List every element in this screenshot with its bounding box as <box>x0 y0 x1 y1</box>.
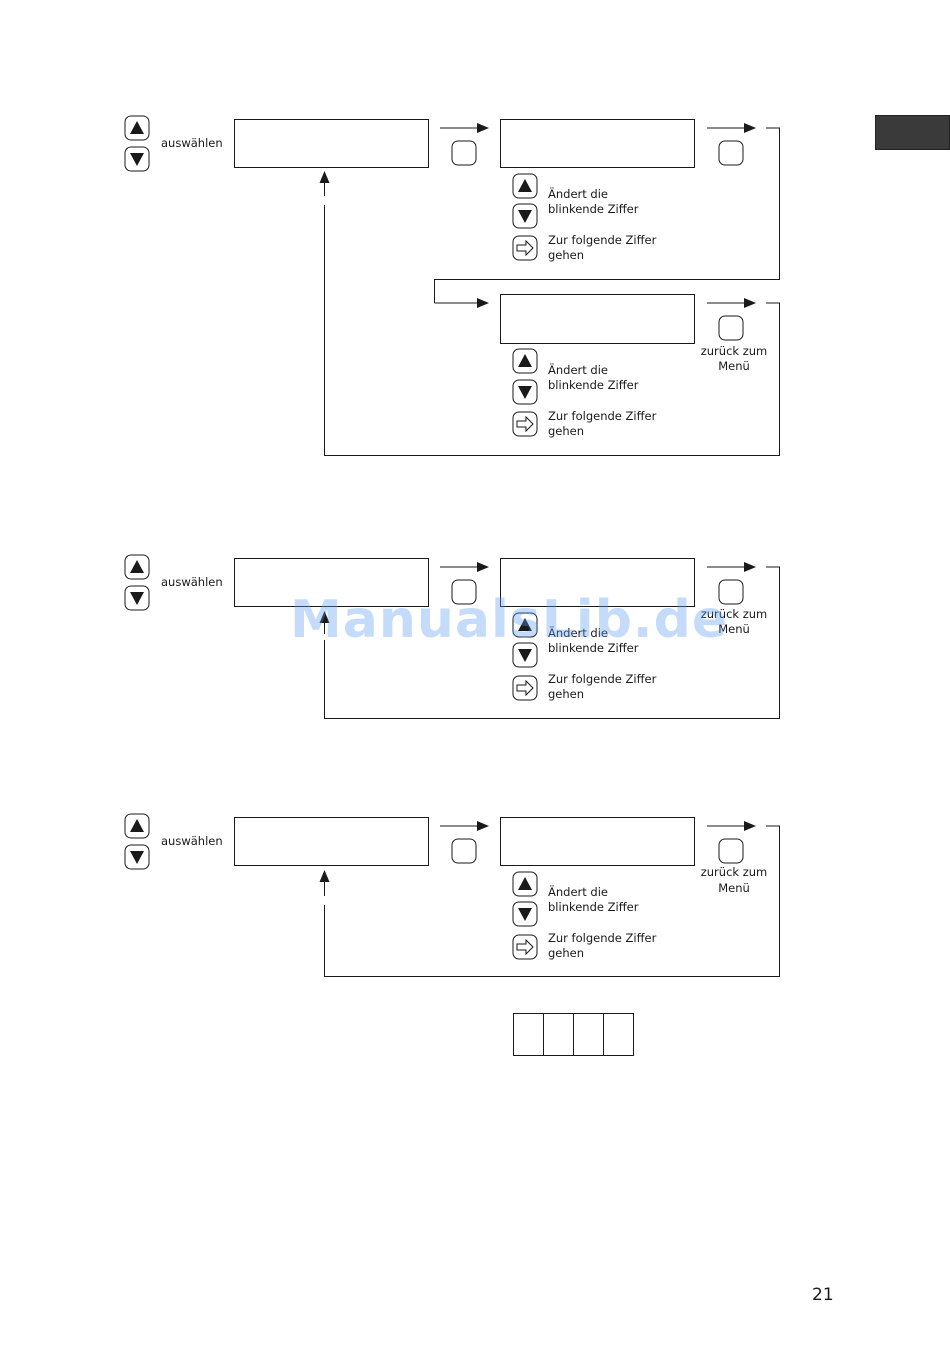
up-arrow-button-icon <box>512 348 538 374</box>
blank-button-icon <box>451 140 477 166</box>
next-digit-label: gehen <box>548 248 585 262</box>
down-arrow-button-icon <box>124 844 150 870</box>
back-to-menu-label: Menü <box>718 622 750 636</box>
up-arrow-button-icon <box>512 612 538 638</box>
back-to-menu-label: Menü <box>718 881 750 895</box>
change-digit-label: Ändert die <box>548 187 608 201</box>
down-arrow-button-icon <box>512 901 538 927</box>
select-label: auswählen <box>161 834 223 848</box>
up-arrow-button-icon <box>512 871 538 897</box>
change-digit-label: Ändert die <box>548 885 608 899</box>
change-digit-label: Ändert die <box>548 363 608 377</box>
up-arrow-button-icon <box>512 173 538 199</box>
back-to-menu-label: Menü <box>718 359 750 373</box>
down-arrow-button-icon <box>124 146 150 172</box>
right-arrow-button-icon <box>512 235 538 261</box>
next-digit-label: gehen <box>548 946 585 960</box>
blank-button-icon <box>718 140 744 166</box>
blank-button-icon <box>718 579 744 605</box>
next-digit-label: gehen <box>548 424 585 438</box>
down-arrow-button-icon <box>124 585 150 611</box>
next-digit-label: Zur folgende Ziffer <box>548 931 657 945</box>
down-arrow-button-icon <box>512 379 538 405</box>
change-digit-label: blinkende Ziffer <box>548 900 639 914</box>
display-box <box>500 294 695 344</box>
up-arrow-button-icon <box>124 554 150 580</box>
display-box <box>500 119 695 168</box>
display-box <box>234 558 429 607</box>
back-to-menu-label: zurück zum <box>700 865 768 879</box>
next-digit-label: Zur folgende Ziffer <box>548 409 657 423</box>
blank-button-icon <box>451 838 477 864</box>
change-digit-label: blinkende Ziffer <box>548 202 639 216</box>
chapter-tab-marker <box>875 115 950 150</box>
down-arrow-button-icon <box>512 203 538 229</box>
display-box <box>234 119 429 168</box>
blank-button-icon <box>718 838 744 864</box>
select-label: auswählen <box>161 575 223 589</box>
change-digit-label: Ändert die <box>548 626 608 640</box>
watermark: ManualsLib.de <box>290 590 729 650</box>
right-arrow-button-icon <box>512 934 538 960</box>
next-digit-label: gehen <box>548 687 585 701</box>
change-digit-label: blinkende Ziffer <box>548 641 639 655</box>
select-label: auswählen <box>161 136 223 150</box>
next-digit-label: Zur folgende Ziffer <box>548 233 657 247</box>
right-arrow-button-icon <box>512 411 538 437</box>
back-to-menu-label: zurück zum <box>700 607 768 621</box>
page-number: 21 <box>812 1285 834 1305</box>
down-arrow-button-icon <box>512 642 538 668</box>
right-arrow-button-icon <box>512 675 538 701</box>
display-box <box>234 817 429 866</box>
display-box <box>500 558 695 607</box>
display-box <box>500 817 695 866</box>
change-digit-label: blinkende Ziffer <box>548 378 639 392</box>
up-arrow-button-icon <box>124 813 150 839</box>
back-to-menu-label: zurück zum <box>700 344 768 358</box>
blank-button-icon <box>451 579 477 605</box>
up-arrow-button-icon <box>124 115 150 141</box>
next-digit-label: Zur folgende Ziffer <box>548 672 657 686</box>
blank-button-icon <box>718 315 744 341</box>
